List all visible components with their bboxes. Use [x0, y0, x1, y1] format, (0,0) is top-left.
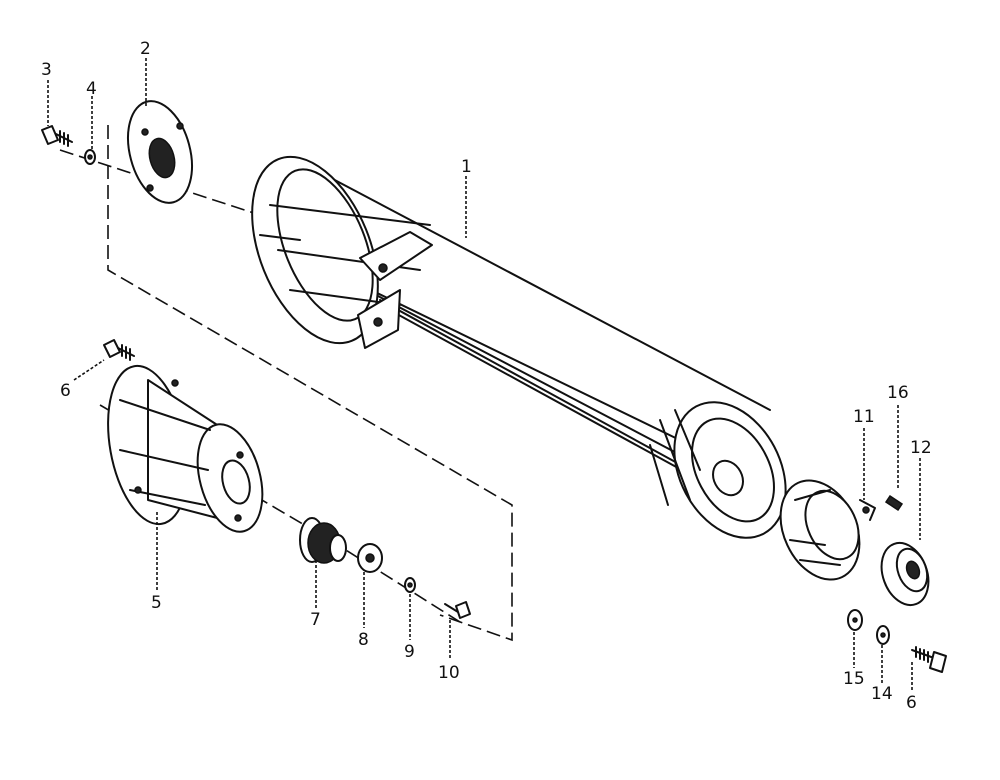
- part-2-gear-flange: [127, 100, 193, 204]
- callout-15: 15: [843, 669, 865, 689]
- part-3-screw: [41, 125, 73, 147]
- assembly-centerlines: [59, 125, 861, 642]
- part-9-washer: [404, 577, 416, 593]
- callout-16: 16: [887, 383, 909, 403]
- part-16-set-screw: [884, 494, 904, 512]
- callout-10: 10: [438, 663, 460, 683]
- part-4-washer: [84, 149, 96, 165]
- callout-8: 8: [358, 630, 369, 650]
- callout-3: 3: [41, 60, 52, 80]
- callout-11: 11: [853, 407, 875, 427]
- callout-1: 1: [461, 157, 472, 177]
- callout-5: 5: [151, 593, 162, 613]
- part-12-bearing: [880, 542, 930, 606]
- leader-lines: [47, 58, 921, 692]
- part-8-spacer: [357, 543, 383, 573]
- part-1-tube-body: [251, 155, 787, 539]
- part-7-gear-pulley: [299, 517, 347, 564]
- callout-labels: 3 4 2 1 6 5 7 8 9 10 11 16 12 15 14 6: [41, 39, 932, 713]
- callout-6-right: 6: [906, 693, 917, 713]
- callout-7: 7: [310, 610, 321, 630]
- part-6-screw-left: [103, 339, 135, 361]
- part-10-screw: [444, 601, 471, 619]
- part-15-washer: [847, 609, 863, 631]
- callout-12: 12: [910, 438, 932, 458]
- part-5-motor-housing: [107, 364, 264, 533]
- part-14-lock-washer: [876, 625, 890, 645]
- callout-4: 4: [86, 79, 97, 99]
- part-11-bearing-housing: [779, 479, 876, 581]
- callout-9: 9: [404, 642, 415, 662]
- callout-14: 14: [871, 684, 893, 704]
- callout-2: 2: [140, 39, 151, 59]
- callout-6-left: 6: [60, 381, 71, 401]
- part-6-screw-right: [911, 646, 947, 673]
